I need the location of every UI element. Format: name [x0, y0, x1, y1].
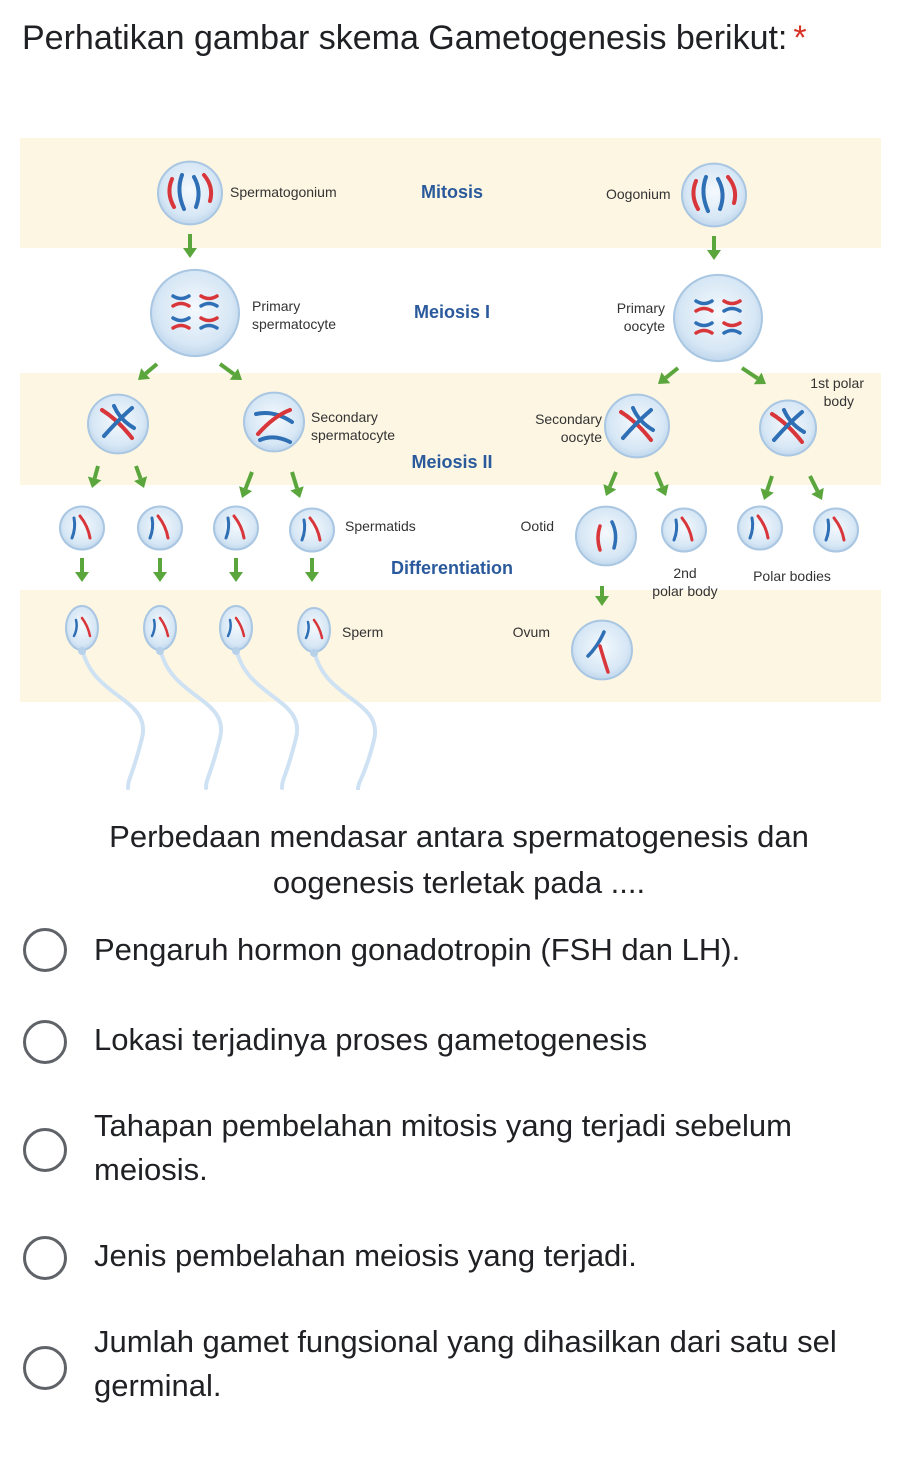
polar-body-cell-2	[813, 507, 859, 553]
label-spermatogonium: Spermatogonium	[230, 184, 337, 200]
arrow-sec-left-a	[87, 465, 102, 488]
label-first-polar-body-1: 1st polar	[810, 375, 864, 391]
arrow-sec-left-b	[134, 465, 148, 488]
label-secondary-oocyte-2: oocyte	[561, 429, 602, 445]
band-differentiation	[20, 590, 881, 702]
option-2-label: Lokasi terjadinya proses gametogenesis	[94, 1022, 648, 1057]
primary-oocyte-cell	[673, 273, 763, 363]
arrow-sec-oocyte-a	[603, 471, 618, 496]
label-polar-bodies: Polar bodies	[753, 568, 831, 584]
option-1-label: Pengaruh hormon gonadotropin (FSH dan LH…	[94, 932, 741, 967]
secondary-oocyte-cell	[604, 393, 670, 459]
secondary-spermatocyte-right	[243, 391, 305, 453]
spermatid-4	[289, 507, 335, 553]
label-oogonium: Oogonium	[606, 186, 671, 202]
spermatid-3	[213, 505, 259, 551]
spermatid-1	[59, 505, 105, 551]
option-4-label: Jenis pembelahan meiosis yang terjadi.	[94, 1238, 637, 1273]
option-2[interactable]: Lokasi terjadinya proses gametogenesis	[0, 1016, 918, 1068]
label-primary-oocyte-2: oocyte	[624, 318, 665, 334]
label-first-polar-body-2: body	[824, 393, 854, 409]
arrow-ootid	[595, 586, 609, 606]
second-polar-body-cell	[661, 507, 707, 553]
arrow-sec-right-a	[239, 471, 254, 498]
option-5[interactable]: Jumlah gamet fungsional yang dihasilkan …	[0, 1320, 918, 1412]
gametogenesis-svg: Mitosis Meiosis I Meiosis II Differentia…	[20, 138, 881, 790]
label-primary-spermatocyte-1: Primary	[252, 298, 300, 314]
arrow-polar-b	[808, 475, 824, 500]
arrow-sec-oocyte-b	[654, 471, 669, 496]
label-primary-oocyte-1: Primary	[617, 300, 665, 316]
band-meiosis-ii	[20, 373, 881, 485]
spermatogonium-cell	[157, 160, 223, 226]
phase-meiosis-i: Meiosis I	[414, 302, 490, 322]
question-title-text: Perhatikan gambar skema Gametogenesis be…	[22, 19, 788, 57]
option-1[interactable]: Pengaruh hormon gonadotropin (FSH dan LH…	[0, 924, 918, 976]
first-polar-body-cell	[759, 399, 817, 457]
radio-button-3[interactable]	[23, 1128, 67, 1172]
label-primary-spermatocyte-2: spermatocyte	[252, 316, 336, 332]
phase-mitosis: Mitosis	[421, 182, 483, 202]
arrow-primary-sperm-right	[218, 362, 242, 380]
ootid-cell	[575, 505, 637, 567]
label-ovum: Ovum	[513, 624, 550, 640]
label-second-polar-body-1: 2nd	[673, 565, 696, 581]
arrow-primary-oocyte-right	[740, 366, 766, 385]
label-secondary-spermatocyte-1: Secondary	[311, 409, 378, 425]
option-5-label: Jumlah gamet fungsional yang dihasilkan …	[94, 1324, 837, 1403]
question-prompt: Perbedaan mendasar antara spermatogenesi…	[109, 819, 809, 900]
option-3-label: Tahapan pembelahan mitosis yang terjadi …	[94, 1108, 792, 1187]
option-4[interactable]: Jenis pembelahan meiosis yang terjadi.	[0, 1232, 918, 1284]
required-asterisk: *	[793, 19, 807, 57]
secondary-spermatocyte-left	[87, 393, 149, 455]
arrow-oogonium-down	[707, 236, 721, 260]
arrow-primary-sperm-left	[138, 362, 159, 380]
radio-button-2[interactable]	[23, 1020, 67, 1064]
sperm-3	[219, 605, 300, 790]
arrow-spermatid-2	[153, 558, 167, 582]
arrow-spermatid-1	[75, 558, 89, 582]
gametogenesis-diagram: Mitosis Meiosis I Meiosis II Differentia…	[20, 138, 881, 790]
option-3[interactable]: Tahapan pembelahan mitosis yang terjadi …	[0, 1104, 918, 1196]
polar-body-cell-1	[737, 505, 783, 551]
oogonium-cell	[681, 162, 747, 228]
label-spermatids: Spermatids	[345, 518, 416, 534]
primary-spermatocyte-cell	[150, 268, 240, 358]
label-sperm: Sperm	[342, 624, 383, 640]
label-ootid: Ootid	[521, 518, 554, 534]
ovum-cell	[571, 619, 633, 681]
arrow-spermatid-4	[305, 558, 319, 582]
arrow-sec-right-b	[290, 471, 304, 498]
sperm-1	[65, 605, 146, 790]
arrow-spermatid-3	[229, 558, 243, 582]
arrow-spermatogonium-down	[183, 234, 197, 258]
sperm-4	[297, 607, 378, 790]
label-secondary-oocyte-1: Secondary	[535, 411, 602, 427]
arrow-primary-oocyte-left	[658, 366, 680, 384]
radio-button-1[interactable]	[23, 928, 67, 972]
spermatid-2	[137, 505, 183, 551]
label-secondary-spermatocyte-2: spermatocyte	[311, 427, 395, 443]
label-second-polar-body-2: polar body	[652, 583, 717, 599]
radio-button-4[interactable]	[23, 1236, 67, 1280]
phase-differentiation: Differentiation	[391, 558, 513, 578]
sperm-2	[143, 605, 224, 790]
radio-button-5[interactable]	[23, 1346, 67, 1390]
question-title: Perhatikan gambar skema Gametogenesis be…	[22, 14, 807, 62]
phase-meiosis-ii: Meiosis II	[411, 452, 492, 472]
arrow-polar-a	[760, 475, 774, 500]
